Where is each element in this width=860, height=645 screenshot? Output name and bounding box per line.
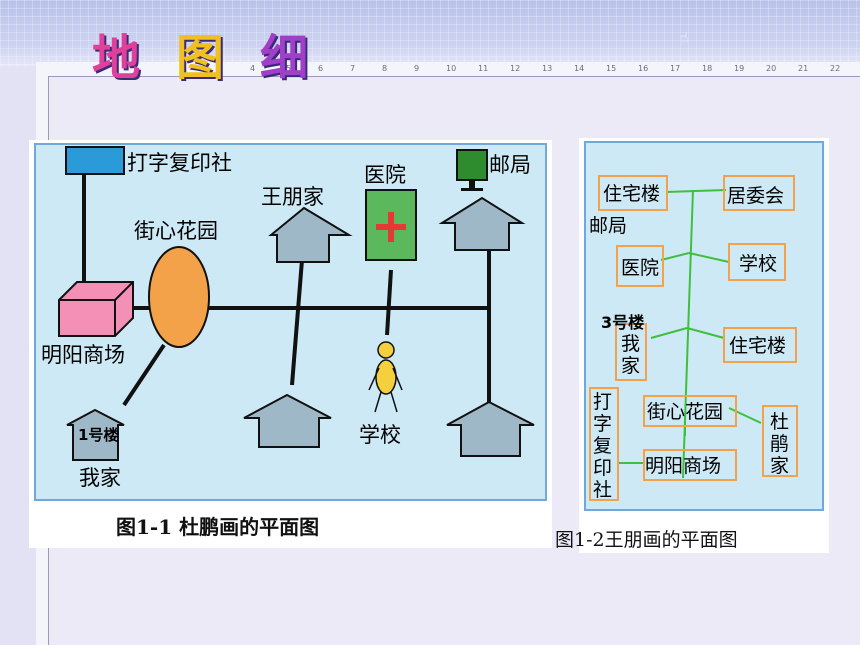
header-band (0, 0, 860, 66)
figure2-panel: 住宅楼 居委会 邮局 医院 学校 3号楼 我家 住宅楼 街心花园 杜鹃家 明阳商… (579, 138, 829, 553)
wang-home-label: 王朋家 (261, 185, 324, 209)
mall-box (643, 449, 737, 481)
school-label: 学校 (739, 253, 777, 275)
hospital-label: 医院 (364, 163, 406, 187)
wang-home-house (268, 206, 353, 263)
residential-top-box (598, 175, 668, 211)
school-label: 学校 (359, 423, 401, 447)
person-icon (377, 341, 395, 359)
committee-label: 居委会 (727, 185, 784, 207)
figure1-caption: 图1-1 杜鹏画的平面图 (116, 515, 320, 539)
figure1-panel: 打字复印社 明阳商场 街心花园 王朋家 医院 邮局 学校 (29, 140, 552, 548)
house (243, 393, 332, 448)
building3-label: 3号楼 (601, 313, 644, 332)
residential-top-label: 住宅楼 (603, 183, 660, 205)
road (385, 269, 393, 336)
cross-icon (376, 224, 406, 230)
post-office-icon (456, 149, 488, 181)
slide-title: 地图细 (92, 30, 345, 86)
du-home-label: 杜鹃家 (770, 411, 789, 477)
print-shop-sign (65, 146, 125, 175)
hand-cursor-icon: ☝ (680, 30, 689, 46)
mall-building (58, 281, 134, 337)
mall-label: 明阳商场 (41, 343, 125, 367)
garden-label: 街心花园 (134, 219, 218, 243)
print-shop-box (589, 387, 619, 501)
garden-box (643, 395, 737, 427)
post-office-house (438, 196, 526, 251)
hospital-label: 医院 (621, 257, 659, 279)
school-box (728, 243, 786, 281)
hospital-box (616, 245, 664, 287)
figure2-map: 住宅楼 居委会 邮局 医院 学校 3号楼 我家 住宅楼 街心花园 杜鹃家 明阳商… (584, 141, 824, 511)
my-home-label: 我家 (621, 333, 640, 377)
home-box (615, 323, 647, 381)
post-office-label: 邮局 (589, 215, 627, 237)
print-shop-label: 打字复印社 (593, 391, 612, 501)
residential-mid-label: 住宅楼 (729, 335, 786, 357)
garden-label: 街心花园 (647, 401, 723, 423)
figure1-map: 打字复印社 明阳商场 街心花园 王朋家 医院 邮局 学校 (34, 143, 547, 501)
figure2-map-background (584, 141, 824, 511)
my-home-house (66, 408, 125, 461)
post-office-label: 邮局 (489, 153, 531, 177)
road (122, 343, 166, 407)
committee-box (723, 175, 795, 211)
my-home-label: 我家 (79, 466, 121, 490)
mall-label: 明阳商场 (645, 455, 721, 477)
school-house (446, 400, 535, 457)
header-grid (0, 0, 860, 66)
print-shop-label: 打字复印社 (127, 151, 232, 175)
garden-shape (148, 246, 210, 348)
du-home-box (762, 405, 798, 477)
figure2-caption: 图1-2王朋画的平面图 (555, 529, 738, 551)
building1-label: 1号楼 (78, 426, 118, 444)
residential-mid-box (723, 327, 797, 363)
